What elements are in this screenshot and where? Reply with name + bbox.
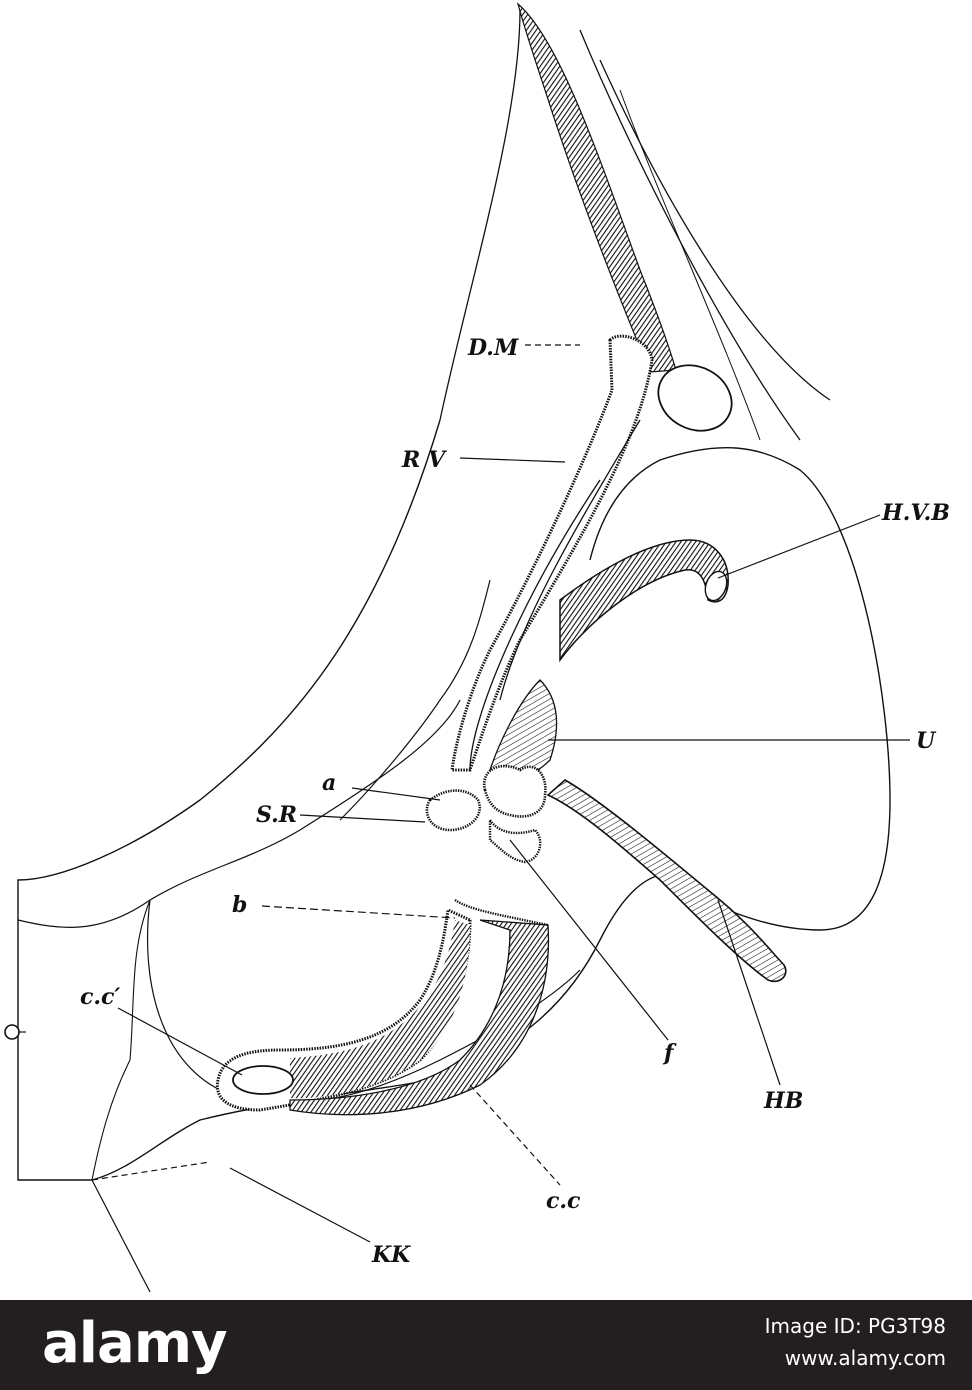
stock-watermark-banner: alamy Image ID: PG3T98 www.alamy.com bbox=[0, 1300, 972, 1390]
head-outline bbox=[17, 419, 891, 1181]
image-id-prefix: Image ID: bbox=[764, 1314, 869, 1338]
sacculus bbox=[425, 789, 481, 832]
posterior-canal bbox=[546, 779, 787, 983]
vessel-section bbox=[657, 364, 733, 432]
label-dm: D.M bbox=[467, 335, 519, 361]
label-hvb: H.V.B bbox=[881, 500, 950, 526]
label-a: a bbox=[322, 770, 336, 796]
site-url[interactable]: www.alamy.com bbox=[784, 1346, 946, 1370]
label-kk: KK bbox=[371, 1242, 411, 1268]
recessus-vestibuli bbox=[450, 334, 654, 772]
label-sr: S.R bbox=[256, 802, 297, 828]
cochlear-tip bbox=[232, 1065, 294, 1095]
image-id-line: Image ID: PG3T98 bbox=[765, 1310, 946, 1342]
label-cc-prime: c.c′ bbox=[80, 984, 120, 1010]
label-u: U bbox=[916, 728, 937, 754]
image-id: PG3T98 bbox=[868, 1314, 946, 1338]
brand-logo: alamy bbox=[42, 1311, 228, 1376]
label-hb: HB bbox=[763, 1088, 803, 1114]
image-info: Image ID: PG3T98 www.alamy.com bbox=[765, 1310, 946, 1374]
label-b: b bbox=[232, 892, 247, 918]
semicircular-canal bbox=[559, 539, 729, 663]
label-cc: c.c bbox=[546, 1188, 581, 1214]
utriculus bbox=[489, 679, 558, 782]
anatomical-engraving: D.M R V H.V.B U a S.R b c.c′ f HB c.c KK bbox=[4, 2, 950, 1293]
label-rv: R V bbox=[401, 447, 447, 473]
label-f: f bbox=[662, 1040, 677, 1066]
